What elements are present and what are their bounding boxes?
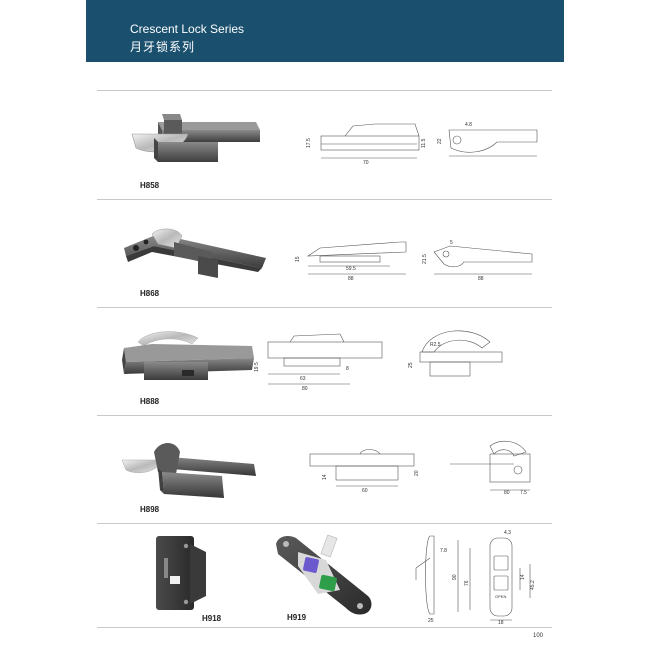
product-code-h858: H858 — [140, 181, 160, 190]
h888-side-drawing: 19.5 8 63 80 — [254, 333, 383, 392]
h898-side-drawing: 14 20 60 — [309, 449, 420, 494]
dim-label: 22 — [437, 138, 443, 144]
product-code-h868: H868 — [140, 289, 160, 298]
h888-photo — [122, 331, 254, 380]
h858-photo — [131, 114, 260, 162]
page-number: 100 — [533, 633, 544, 639]
header-title-cn: 月牙锁系列 — [130, 40, 196, 54]
dim-label: 7.5 — [520, 490, 527, 496]
dim-label: 60 — [362, 488, 368, 494]
dim-label: 7.8 — [440, 548, 447, 554]
dim-label: 18 — [498, 620, 504, 624]
dim-label: 20 — [414, 470, 420, 476]
dim-label: 8 — [346, 366, 349, 372]
header-banner: Crescent Lock Series 月牙锁系列 ® — [86, 0, 635, 62]
dim-label: 17.5 — [306, 138, 312, 148]
dim-label: 80 — [302, 386, 308, 392]
h858-side-drawing: 17.5 11.5 70 — [306, 123, 427, 166]
h868-side-drawing: 15 59.5 88 — [295, 241, 407, 282]
h888-top-drawing: R2.5 25 — [408, 330, 503, 377]
dim-label: 5 — [450, 240, 453, 246]
open-label: OPEN — [495, 594, 506, 599]
dim-label: 90 — [452, 574, 458, 580]
dim-label: 25 — [408, 362, 414, 368]
dim-label: 88 — [478, 276, 484, 282]
h858-top-drawing: 4.8 22 — [437, 122, 538, 157]
dim-label: 14 — [520, 574, 526, 580]
dim-label: R2.5 — [430, 342, 441, 348]
product-code-h888: H888 — [140, 397, 160, 406]
logo-registered-mark: ® — [629, 22, 635, 30]
dim-label: 25 — [428, 618, 434, 624]
dim-label: 76 — [464, 580, 470, 586]
divider — [97, 627, 552, 628]
divider — [97, 90, 552, 91]
brand-logo: ® — [580, 22, 635, 54]
product-code-h918: H918 — [202, 614, 222, 623]
divider — [97, 523, 552, 524]
dim-label: 4.3 — [504, 530, 511, 536]
h868-top-drawing: 5 21.5 88 — [422, 240, 533, 282]
dim-label: 59.5 — [346, 266, 356, 272]
dim-label: 11.5 — [421, 138, 427, 148]
dim-label: 45.2 — [530, 580, 536, 590]
dim-label: 19.5 — [254, 362, 260, 372]
dim-label: 4.8 — [465, 122, 472, 128]
dim-label: 15 — [295, 256, 301, 262]
dim-label: 88 — [348, 276, 354, 282]
dim-label: 80 — [504, 490, 510, 496]
dim-label: 21.5 — [422, 254, 428, 264]
product-code-h898: H898 — [140, 505, 160, 514]
divider — [97, 199, 552, 200]
product-code-h919: H919 — [287, 613, 307, 622]
dim-label: 70 — [363, 160, 369, 166]
h898-photo — [121, 443, 256, 498]
h919-drawing: 4.3 7.8 90 14 76 45.2 18 25 OPEN — [415, 530, 536, 624]
h918-photo — [156, 536, 206, 610]
dim-label: 63 — [300, 376, 306, 382]
divider — [97, 307, 552, 308]
dim-label: 14 — [322, 474, 328, 480]
h919-photo — [276, 534, 372, 615]
h898-top-drawing: 80 7.5 — [450, 440, 531, 496]
header-title-en: Crescent Lock Series — [130, 22, 245, 36]
divider — [97, 415, 552, 416]
h868-photo — [124, 228, 266, 278]
